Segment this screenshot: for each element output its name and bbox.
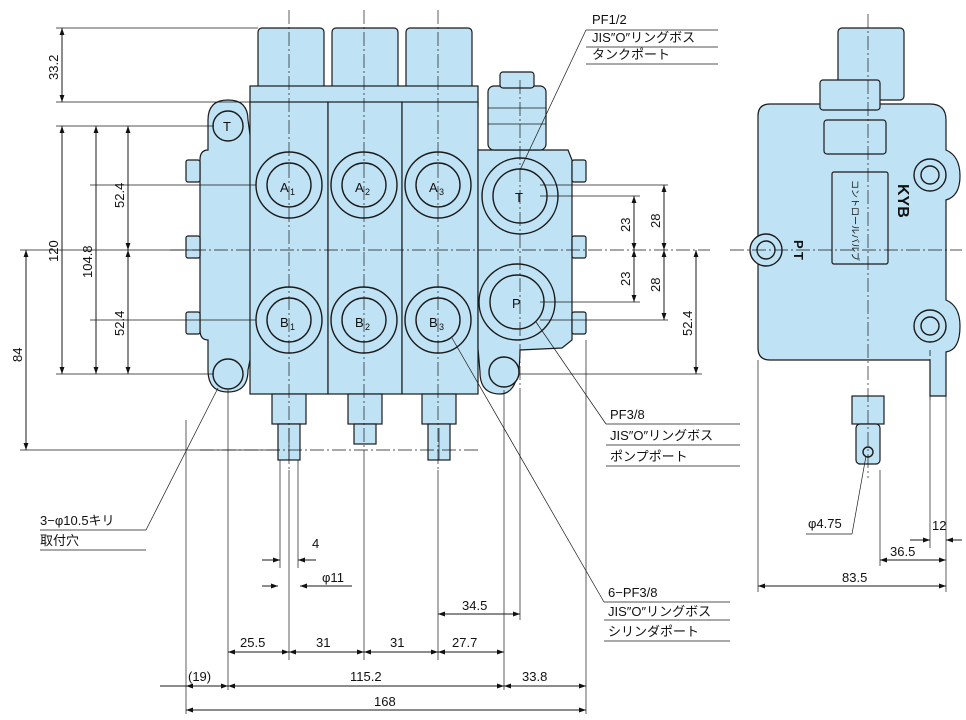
dim-23-upper: 23 xyxy=(618,218,633,232)
center-lines xyxy=(170,10,710,470)
port-a2-sub: 2 xyxy=(365,187,370,197)
dim-34-5: 34.5 xyxy=(462,598,487,613)
dim-25-5: 25.5 xyxy=(240,635,265,650)
tank-callout-spec: JIS″O″リングボス xyxy=(592,30,695,45)
dim-36-5: 36.5 xyxy=(890,544,915,559)
dim-19: (19) xyxy=(188,669,211,684)
dim-phi4-75: φ4.75 xyxy=(808,516,842,531)
tie-bolts xyxy=(185,159,587,335)
mount-callout-size: 3−φ10.5キリ xyxy=(40,513,115,528)
front-dimensions: 33.2 120 104.8 52.4 52.4 84 23 28 23 28 xyxy=(10,27,702,714)
callouts: PF1/2 JIS″O″リングボス タンクポート PF3/8 JIS″O″リング… xyxy=(40,12,740,642)
port-b3-sub: 3 xyxy=(439,322,444,332)
dim-31-b: 31 xyxy=(390,635,404,650)
relief-cap xyxy=(499,71,535,89)
dim-31-a: 31 xyxy=(316,635,330,650)
pump-callout-name: ポンプポート xyxy=(610,449,688,464)
side-relief xyxy=(819,79,881,111)
side-relief-body xyxy=(823,119,887,155)
dim-28-lower: 28 xyxy=(648,278,663,292)
dim-83-5: 83.5 xyxy=(842,570,867,585)
mount-hole-label: T xyxy=(223,119,231,134)
side-view: コントロールバルブ KYB P T 83.5 36.5 12 φ4.75 xyxy=(730,14,962,592)
port-b1-sub: 1 xyxy=(290,322,295,332)
port-b2-sub: 2 xyxy=(365,322,370,332)
pump-callout-size: PF3/8 xyxy=(610,407,645,422)
port-a1-sub: 1 xyxy=(290,187,295,197)
pump-callout-spec: JIS″O″リングボス xyxy=(610,428,713,443)
dim-phi11: φ11 xyxy=(322,570,344,585)
port-a3 xyxy=(415,162,461,208)
mount-callout-name: 取付穴 xyxy=(40,533,79,548)
cyl-callout-size: 6−PF3/8 xyxy=(608,585,658,600)
mount-hole-bottom xyxy=(212,358,244,390)
front-view: T A 1 A 2 A 3 B 1 B 2 B 3 T P xyxy=(170,10,710,470)
port-a1-label: A xyxy=(280,180,289,195)
dim-104-8: 104.8 xyxy=(80,245,95,278)
dim-27-7: 27.7 xyxy=(452,635,477,650)
dim-23-lower: 23 xyxy=(618,272,633,286)
dim-115-2: 115.2 xyxy=(350,669,382,684)
cyl-callout-name: シリンダポート xyxy=(608,624,699,639)
port-b2-label: B xyxy=(355,315,364,330)
dim-28-upper: 28 xyxy=(648,214,663,228)
dim-120: 120 xyxy=(46,240,61,262)
side-nameplate-text: コントロールバルブ xyxy=(850,180,861,261)
port-a3-label: A xyxy=(429,180,438,195)
relief-valve xyxy=(487,85,547,151)
dim-84: 84 xyxy=(10,348,25,362)
left-end-plate xyxy=(199,99,253,393)
port-a2 xyxy=(341,162,387,208)
pump-port-label: P xyxy=(512,296,521,311)
tank-callout-size: PF1/2 xyxy=(592,12,627,27)
dim-168: 168 xyxy=(374,694,396,709)
dim-33-2: 33.2 xyxy=(46,55,61,80)
tank-callout-name: タンクポート xyxy=(592,47,670,62)
dim-12: 12 xyxy=(932,518,946,533)
side-port-lower-inner xyxy=(920,316,940,336)
port-a2-label: A xyxy=(355,180,364,195)
port-a1 xyxy=(266,162,312,208)
dim-4: 4 xyxy=(312,536,319,551)
tank-port-label: T xyxy=(515,190,523,205)
side-brand: KYB xyxy=(894,184,911,218)
port-a3-sub: 3 xyxy=(439,187,444,197)
dim-52-4-lower: 52.4 xyxy=(112,311,127,336)
mount-hole-right xyxy=(488,356,520,388)
dim-52-4-upper: 52.4 xyxy=(112,183,127,208)
side-nameplate xyxy=(831,171,889,265)
port-b3-label: B xyxy=(429,315,438,330)
side-port-upper-inner xyxy=(920,165,940,185)
dim-33-8: 33.8 xyxy=(522,669,547,684)
port-b1-label: B xyxy=(280,315,289,330)
cyl-callout-spec: JIS″O″リングボス xyxy=(608,604,711,619)
dim-52-4-right: 52.4 xyxy=(680,311,695,336)
